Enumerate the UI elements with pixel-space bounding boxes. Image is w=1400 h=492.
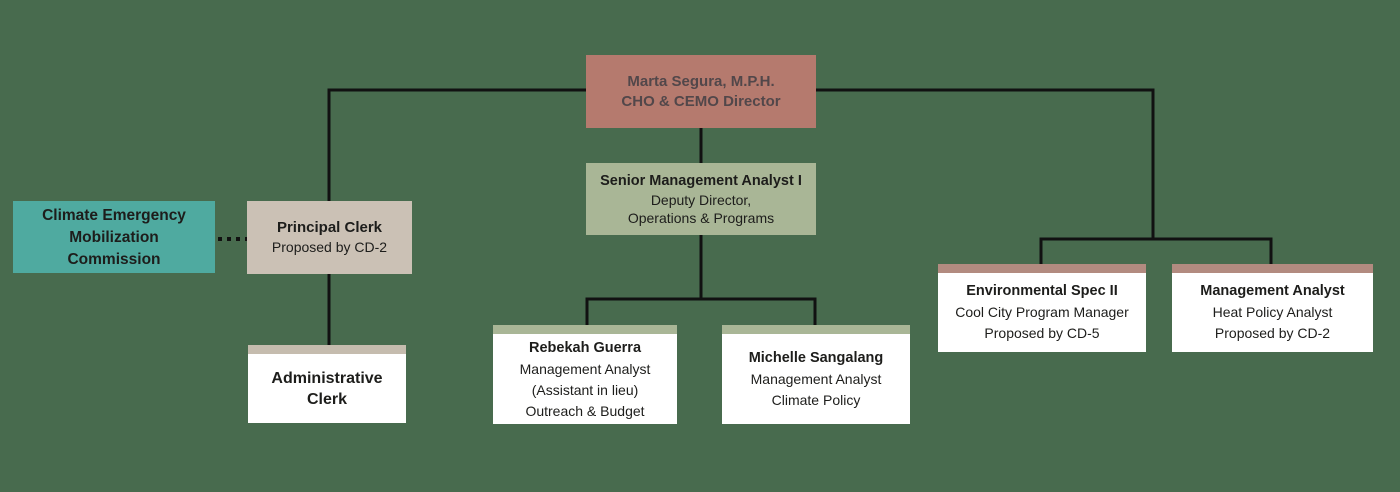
node-principal-clerk: Principal Clerk Proposed by CD-2 — [247, 201, 412, 274]
deputy-line-1: Deputy Director, — [650, 191, 752, 208]
principal-clerk-subtitle: Proposed by CD-2 — [271, 239, 388, 255]
outreach-analyst-color-strip — [493, 325, 677, 334]
heat-policy-color-strip — [1172, 264, 1373, 273]
node-heat-policy-analyst: Management Analyst Heat Policy Analyst P… — [1172, 264, 1373, 352]
cool-city-color-strip — [938, 264, 1146, 273]
cool-city-note: Proposed by CD-5 — [984, 325, 1100, 341]
node-deputy-director: Senior Management Analyst I Deputy Direc… — [586, 163, 816, 235]
admin-clerk-color-strip — [248, 345, 406, 354]
director-title: CHO & CEMO Director — [621, 92, 781, 110]
heat-policy-title: Management Analyst — [1200, 283, 1345, 299]
outreach-analyst-name: Rebekah Guerra — [528, 340, 642, 356]
climate-analyst-role: Management Analyst — [750, 370, 882, 387]
climate-analyst-name: Michelle Sangalang — [748, 349, 884, 366]
node-administrative-clerk: Administrative Clerk — [248, 345, 406, 423]
admin-clerk-title: Administrative Clerk — [271, 369, 383, 408]
climate-analyst-area: Climate Policy — [771, 391, 861, 408]
connector-right-branch — [1039, 237, 1273, 266]
connector-middle-branch — [585, 297, 817, 327]
node-cool-city-program-manager: Environmental Spec II Cool City Program … — [938, 264, 1146, 352]
outreach-analyst-area: Outreach & Budget — [525, 403, 645, 419]
heat-policy-role: Heat Policy Analyst — [1212, 304, 1333, 320]
principal-clerk-title: Principal Clerk — [276, 219, 383, 236]
commission-line-2: Mobilization Commission — [67, 229, 161, 268]
cool-city-role: Cool City Program Manager — [955, 304, 1129, 320]
node-climate-policy-analyst: Michelle Sangalang Management Analyst Cl… — [722, 325, 910, 424]
node-director: Marta Segura, M.P.H. CHO & CEMO Director — [586, 55, 816, 128]
deputy-line-2: Operations & Programs — [627, 209, 775, 226]
climate-analyst-color-strip — [722, 325, 910, 334]
deputy-title: Senior Management Analyst I — [600, 172, 802, 189]
node-commission: Climate Emergency Mobilization Commissio… — [13, 201, 215, 273]
outreach-analyst-note: (Assistant in lieu) — [531, 382, 639, 398]
director-name: Marta Segura, M.P.H. — [627, 72, 775, 90]
heat-policy-note: Proposed by CD-2 — [1214, 325, 1331, 341]
cool-city-title: Environmental Spec II — [966, 283, 1118, 299]
commission-line-1: Climate Emergency — [42, 207, 186, 224]
outreach-analyst-role: Management Analyst — [519, 361, 651, 377]
node-outreach-budget-analyst: Rebekah Guerra Management Analyst (Assis… — [493, 325, 677, 424]
